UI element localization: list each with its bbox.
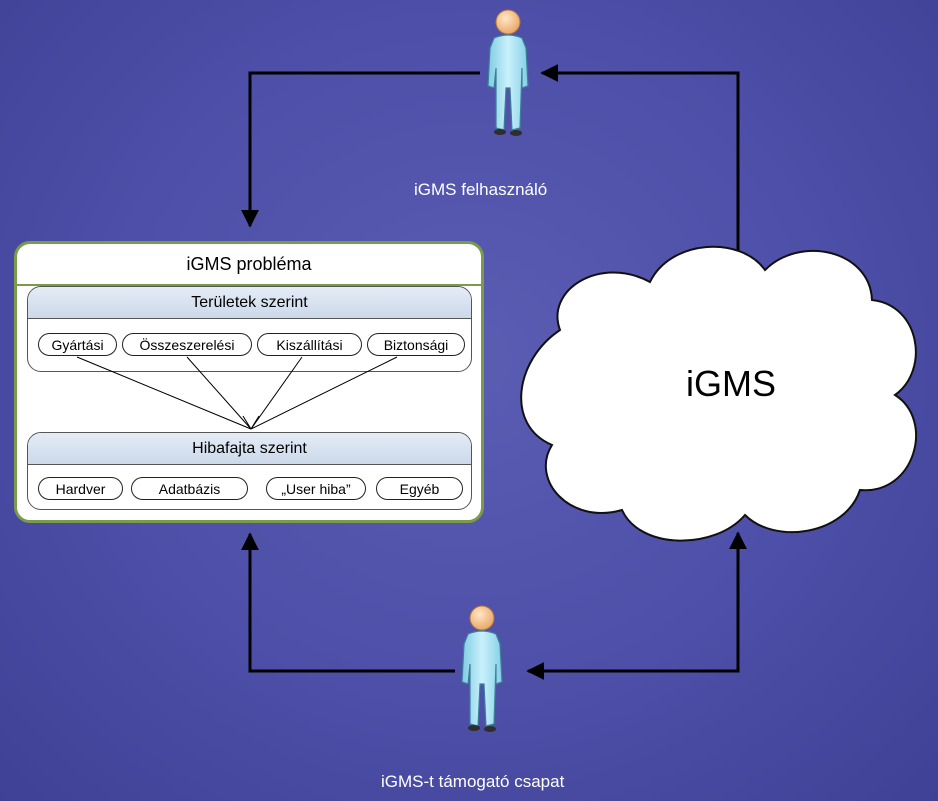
problem-box: iGMS probléma Területek szerint Gyártási… xyxy=(14,241,484,523)
area-convergence-lines xyxy=(76,356,398,430)
team-cloud-arrow-to-team xyxy=(526,600,740,680)
user-to-problem-arrow xyxy=(241,71,480,228)
fault-egyeb: Egyéb xyxy=(376,477,463,500)
igms-cloud xyxy=(520,245,918,542)
convergence-arrowhead xyxy=(242,415,252,430)
fault-adatbazis: Adatbázis xyxy=(131,477,248,500)
areas-title: Területek szerint xyxy=(28,287,471,319)
convergence-line xyxy=(250,356,398,430)
user-label: iGMS felhasználó xyxy=(414,180,548,199)
user-cloud-arrow-to-user xyxy=(540,64,740,240)
cloud-label: iGMS xyxy=(686,363,776,404)
area-biztonsagi: Biztonsági xyxy=(367,333,465,356)
fault-types-title: Hibafajta szerint xyxy=(28,433,471,465)
areas-group: Területek szerint Gyártási Összeszerelés… xyxy=(27,286,472,372)
team-to-problem-arrow xyxy=(241,532,455,673)
connectors xyxy=(241,64,747,680)
team-person-icon xyxy=(461,605,503,733)
fault-types-group: Hibafajta szerint Hardver Adatbázis „Use… xyxy=(27,432,472,510)
area-kiszallitasi: Kiszállítási xyxy=(257,333,362,356)
convergence-line xyxy=(76,356,252,430)
area-osszeszerelesi: Összeszerelési xyxy=(122,333,252,356)
convergence-line xyxy=(250,356,303,430)
area-gyartasi: Gyártási xyxy=(38,333,117,356)
convergence-arrowhead xyxy=(250,415,260,430)
fault-user-hiba: „User hiba” xyxy=(266,477,366,500)
problem-title: iGMS probléma xyxy=(17,244,481,286)
team-label: iGMS-t támogató csapat xyxy=(381,772,565,791)
user-person-icon xyxy=(487,9,529,137)
fault-hardver: Hardver xyxy=(38,477,123,500)
convergence-line xyxy=(186,356,252,430)
